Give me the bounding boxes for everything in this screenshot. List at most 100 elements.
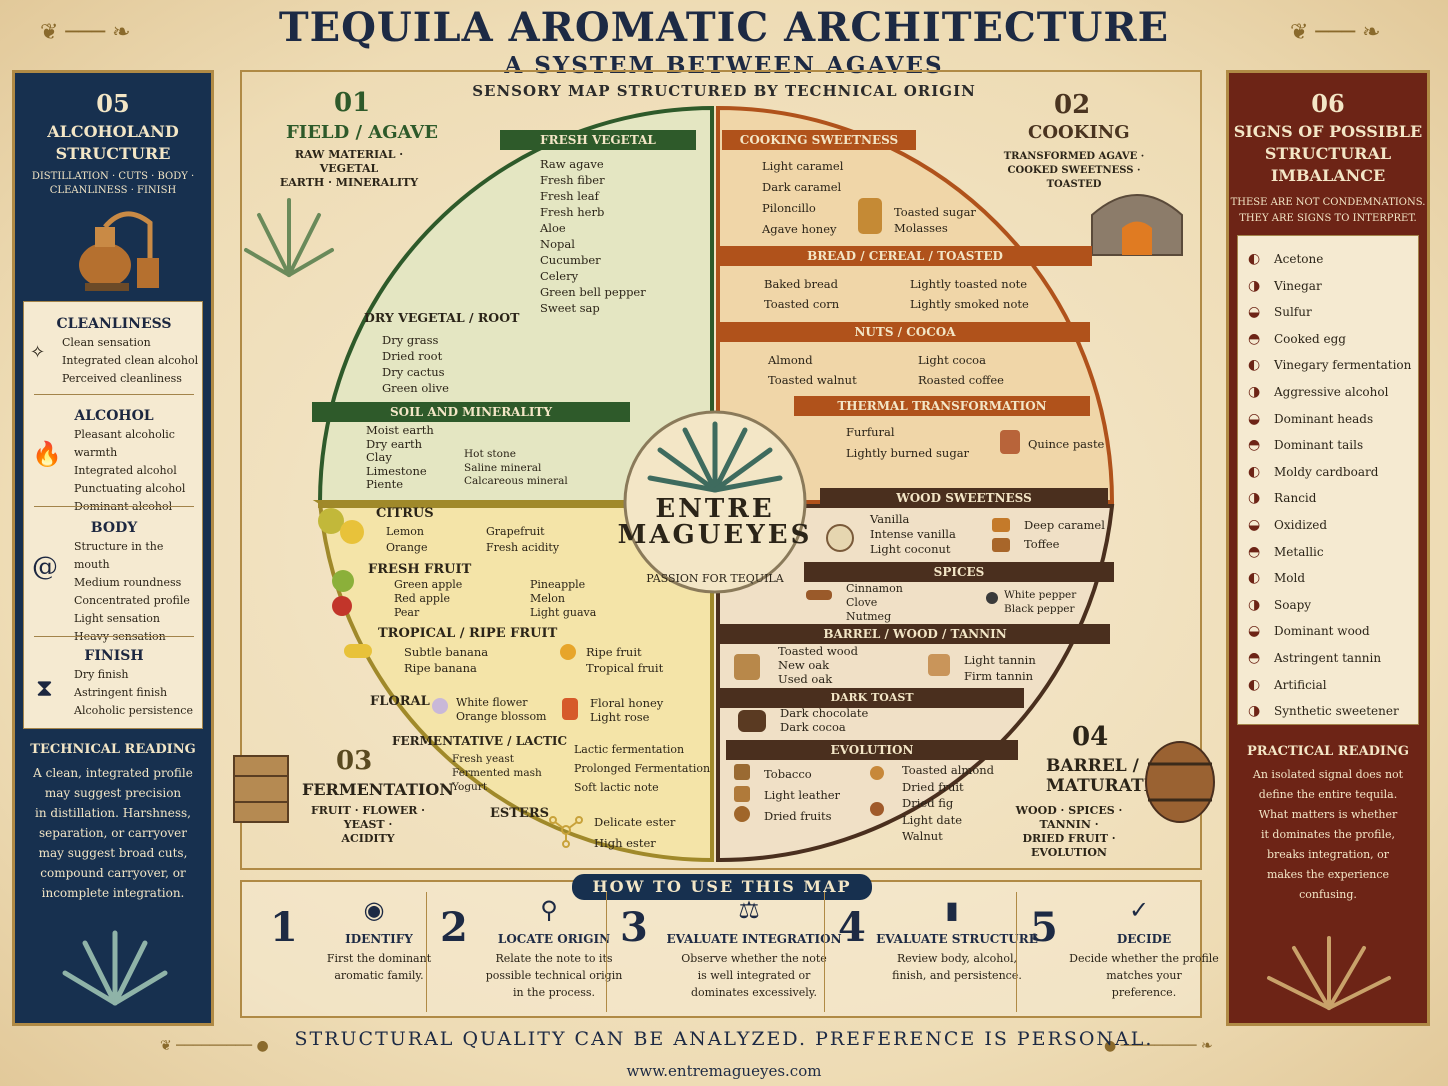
step-number: 3 <box>620 904 648 951</box>
imbalance-label: Vinegar <box>1274 278 1322 293</box>
imbalance-item: ◓Cooked egg <box>1248 326 1412 353</box>
red-apple-icon <box>332 596 352 616</box>
list-item: Alcoholic persistence <box>74 704 193 717</box>
molecule-icon <box>549 816 583 848</box>
agave-plant-icon <box>62 930 168 1006</box>
body-list: Structure in the mouth Medium roundness … <box>74 538 202 646</box>
flask-icon: ◐ <box>1248 463 1261 480</box>
divider <box>606 892 607 1012</box>
lemon-icon <box>340 520 364 544</box>
band-soil: SOIL AND MINERALITY <box>312 402 630 422</box>
esters-title: ESTERS <box>490 806 550 821</box>
flourish-right: ❦ ─── ❧ <box>1290 20 1381 45</box>
rose-icon <box>562 698 578 720</box>
footer-url[interactable]: www.entremagueyes.com <box>626 1062 822 1080</box>
honey-jar-icon <box>858 198 882 234</box>
alcohol-list: Pleasant alcoholic warmth Integrated alc… <box>74 426 202 516</box>
imbalance-item: ◓Dominant tails <box>1248 432 1412 459</box>
list-item: Heavy sensation <box>74 630 166 643</box>
list-item: Pleasant alcoholic warmth <box>74 428 175 459</box>
list-item: Clean sensation <box>62 336 151 349</box>
imbalance-label: Oxidized <box>1274 517 1328 532</box>
footer-statement: STRUCTURAL QUALITY CAN BE ANALYZED. PREF… <box>294 1028 1154 1050</box>
imbalance-label: Mold <box>1274 571 1306 586</box>
practical-reading-text: An isolated signal does not define the e… <box>1252 768 1404 901</box>
zone-2-number: 02 <box>1054 90 1091 120</box>
imbalance-item: ◓ Metallic <box>1248 539 1412 566</box>
list-item: Integrated clean alcohol <box>62 354 199 367</box>
imbalance-item: ◑Aggressive alcohol <box>1248 379 1412 406</box>
right-panel-sub-2: THEY ARE SIGNS TO INTERPRET. <box>1239 213 1417 224</box>
flask-icon: ◐ <box>1248 570 1261 587</box>
flask-icon: ◒ <box>1248 410 1261 427</box>
zone-4-number: 04 <box>1072 722 1109 752</box>
flask-icon: ◑ <box>1248 703 1261 720</box>
right-panel: 06 SIGNS OF POSSIBLE STRUCTURAL IMBALANC… <box>1226 70 1430 1026</box>
step-title: EVALUATE STRUCTURE <box>876 932 1038 946</box>
imbalance-label: Acetone <box>1274 252 1324 266</box>
barrel-icon <box>1145 741 1215 823</box>
imbalance-label: Astringent tannin <box>1274 650 1382 665</box>
imbalance-label: Metallic <box>1274 544 1324 559</box>
dried-fruit-icon <box>734 806 750 822</box>
caramel-icon <box>992 518 1010 532</box>
band-thermal: THERMAL TRANSFORMATION <box>794 396 1090 416</box>
technical-reading-title: TECHNICAL READING <box>30 742 196 757</box>
flask-icon: ◓ <box>1248 543 1261 560</box>
practical-reading-title: PRACTICAL READING <box>1246 744 1409 759</box>
imbalance-label: Synthetic sweetener <box>1274 704 1399 719</box>
brand-tag: PASSION FOR TEQUILA <box>646 572 784 585</box>
eye-icon: ◉ <box>363 896 385 924</box>
flower-icon <box>432 698 448 714</box>
imbalance-item: ◑Rancid <box>1248 485 1412 512</box>
flask-icon: ◑ <box>1248 596 1261 613</box>
fermentation-tank-icon <box>233 755 289 823</box>
divider <box>34 636 194 637</box>
imbalance-item: ◐Acetone <box>1248 246 1412 273</box>
body-title: BODY <box>90 520 138 536</box>
step-title: IDENTIFY <box>345 932 413 946</box>
band-bread: BREAD / CEREAL / TOASTED <box>718 246 1092 266</box>
flourish-left: ❦ ─── ❧ <box>40 20 131 45</box>
list-item: Structure in the mouth <box>74 540 164 571</box>
page-tagline: SENSORY MAP STRUCTURED BY TECHNICAL ORIG… <box>472 82 976 100</box>
flask-icon: ◐ <box>1248 676 1261 693</box>
imbalance-list: ◐Acetone◑Vinegar◒Sulfur◓Cooked egg◐Vineg… <box>1248 246 1412 725</box>
imbalance-item: ◑ Synthetic sweetener <box>1248 698 1412 725</box>
imbalance-label: Aggressive alcohol <box>1274 384 1389 399</box>
toffee-icon <box>992 538 1010 552</box>
pepper-icon <box>986 592 998 604</box>
tropical-title: TROPICAL / RIPE FRUIT <box>378 626 558 641</box>
how-to-use-frame <box>240 880 1202 1018</box>
left-panel-heading-1: ALCOHOLAND <box>47 122 179 141</box>
imbalance-item: ◒Sulfur <box>1248 299 1412 326</box>
list-item: Astringent finish <box>74 686 168 699</box>
dry-vegetal-title: DRY VEGETAL / ROOT <box>364 310 520 325</box>
agave-center-icon <box>647 421 783 493</box>
imbalance-label: Artificial <box>1274 677 1327 692</box>
lime-icon <box>318 508 344 534</box>
right-panel-heading-1: SIGNS OF POSSIBLE <box>1233 122 1423 141</box>
flask-icon: ◑ <box>1248 277 1261 294</box>
vanilla-icon <box>826 524 854 552</box>
spiral-icon: @ <box>32 552 58 582</box>
